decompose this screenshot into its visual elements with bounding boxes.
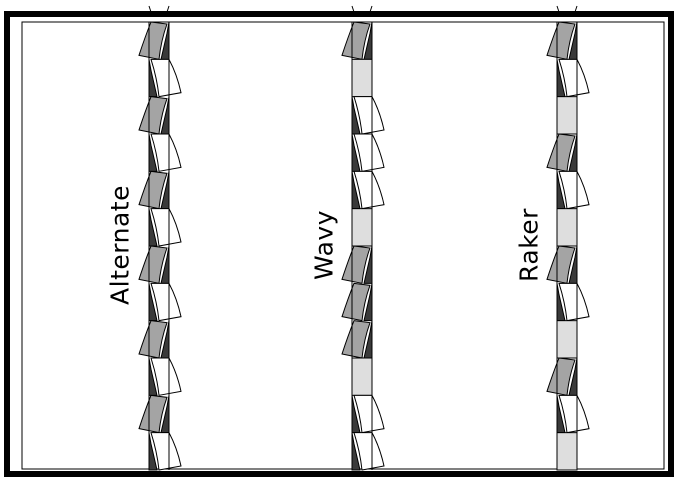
wavy-blade [341,5,385,471]
wavy-tooth-straight [351,208,373,247]
wavy-top-mark-right [369,5,373,13]
wavy-tooth-right [353,96,385,135]
raker-top-mark-left [556,5,560,13]
raker-tooth-straight [556,96,578,135]
outer-border [4,11,674,477]
label-raker: Raker [514,208,544,282]
wavy-top-mark-left [351,5,355,13]
inner-border [21,21,665,470]
raker-top-mark-right [574,5,578,13]
raker-tooth-right [558,58,590,98]
alternate-tooth-right [150,58,182,98]
alternate-tooth-right [150,432,182,471]
label-alternate: Alternate [105,185,135,305]
raker-tooth-right [558,170,590,210]
label-wavy: Wavy [309,209,339,281]
wavy-tooth-right [353,432,385,471]
wavy-tooth-left [341,282,371,322]
raker-tooth-straight [556,208,578,247]
wavy-tooth-straight [351,357,373,396]
raker-tooth-straight [556,432,578,471]
raker-tooth-right [558,394,590,434]
wavy-tooth-straight [351,58,373,98]
alternate-tooth-right [150,357,182,396]
wavy-tooth-right [353,170,385,210]
alternate-top-mark-right [166,5,170,13]
alternate-tooth-right [150,133,182,172]
raker-blade [546,5,590,471]
alternate-top-mark-left [148,5,152,13]
wavy-tooth-right [353,394,385,434]
alternate-tooth-right [150,282,182,322]
wavy-tooth-left [341,245,371,284]
raker-tooth-right [558,282,590,322]
alternate-tooth-right [150,208,182,247]
raker-tooth-straight [556,320,578,359]
wavy-tooth-right [353,133,385,172]
alternate-blade [138,5,182,471]
